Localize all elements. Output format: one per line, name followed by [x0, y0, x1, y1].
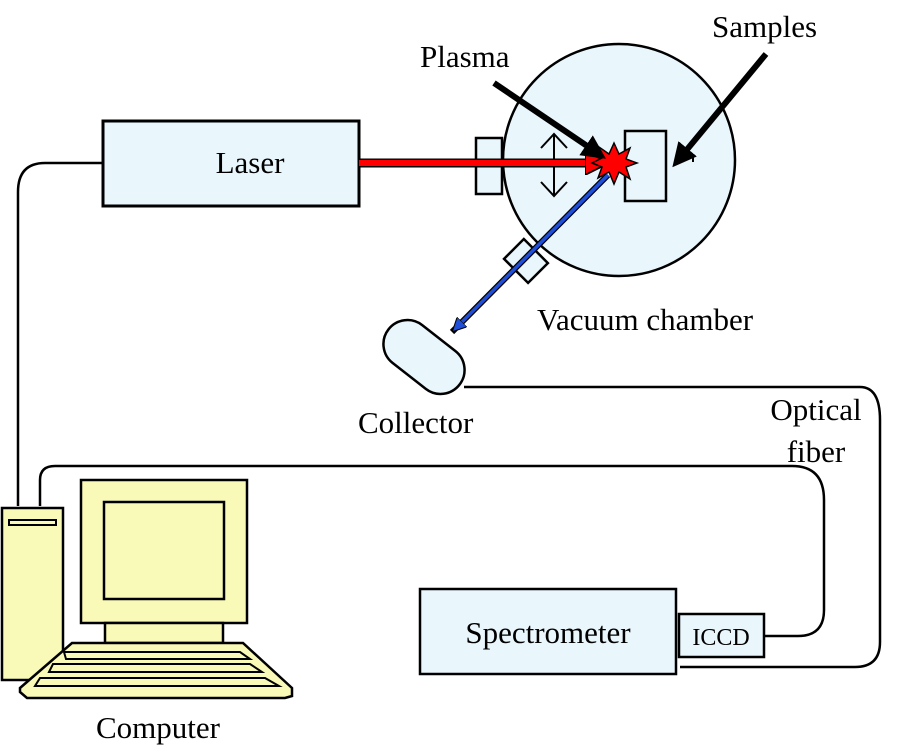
collector-label: Collector: [358, 405, 474, 440]
spectrometer: Spectrometer: [418, 587, 678, 676]
plasma-label: Plasma: [420, 39, 510, 74]
computer-label: Computer: [96, 710, 221, 745]
computer-icon: [0, 478, 294, 700]
optical-fiber: [464, 385, 882, 669]
computer-tower: [0, 506, 65, 682]
samples-label: Samples: [712, 9, 817, 44]
samples-pointer-arrow: [672, 52, 769, 168]
vacuum-chamber-label: Vacuum chamber: [537, 302, 754, 337]
collector: [382, 318, 466, 396]
computer-iccd-cable: [38, 464, 826, 638]
iccd-label: ICCD: [692, 625, 749, 651]
emission-beam: [449, 172, 611, 335]
laser-unit: Laser: [101, 119, 361, 208]
iccd-camera: ICCD: [677, 612, 766, 659]
laser-label: Laser: [216, 145, 286, 180]
optical-fiber-label-line1: Optical: [770, 392, 861, 427]
optical-fiber-label-line2: fiber: [787, 434, 846, 469]
sample-holder: [623, 129, 668, 203]
laser-computer-cable: [16, 161, 103, 506]
spectrometer-label: Spectrometer: [465, 615, 631, 650]
plasma-pointer-arrow: [492, 80, 606, 159]
